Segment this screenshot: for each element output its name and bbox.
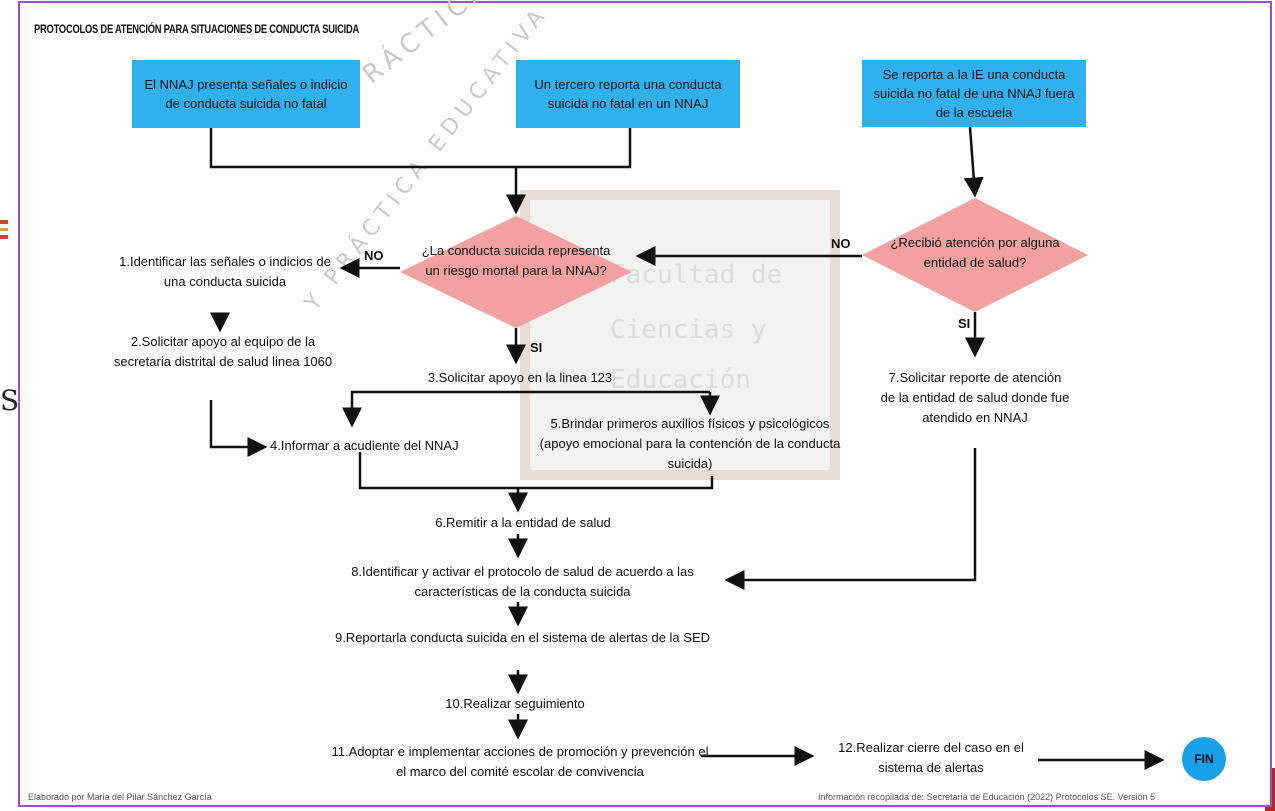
start-box-signals: El NNAJ presenta señales o indicio de co… xyxy=(132,60,360,128)
step-5: 5.Brindar primeros auxilios físicos y ps… xyxy=(539,416,841,471)
risk-decision-label: ¿La conducta suicida representa un riesg… xyxy=(421,243,611,278)
si-label: SI xyxy=(530,340,543,355)
step-2: 2.Solicitar apoyo al equipo de la secret… xyxy=(113,334,333,369)
step-4: 4.Informar a acudiente del NNAJ xyxy=(270,438,459,453)
step-3: 3.Solicitar apoyo en la linea 123 xyxy=(427,370,613,385)
end-node: FIN xyxy=(1182,737,1226,781)
edge-stripe xyxy=(0,220,8,224)
footer-author: Elaborado por Maria del Pilar Sánchez Ga… xyxy=(28,792,212,802)
edge-stripe xyxy=(0,235,8,239)
no-label: NO xyxy=(831,236,851,251)
step-10: 10.Realizar seguimiento xyxy=(445,696,585,711)
start-box-third-party: Un tercero reporta una conducta suicida … xyxy=(516,60,740,128)
step-7: 7.Solicitar reporte de atención de la en… xyxy=(880,370,1070,425)
edge-letter: S xyxy=(0,384,20,417)
step-12: 12.Realizar cierre del caso en el sistem… xyxy=(838,740,1024,775)
attention-decision-diamond xyxy=(862,198,1088,312)
attention-decision-label: ¿Recibió atención por alguna entidad de … xyxy=(890,235,1060,270)
si-label: SI xyxy=(958,316,971,331)
chalkboard-watermark: Facultad de Ciencias y Educación xyxy=(520,190,840,480)
footer-source: Información recopilada de: Secretaria de… xyxy=(818,792,1156,802)
step-1: 1.Identificar las señales o indicios de … xyxy=(119,254,331,289)
edge-stripe xyxy=(0,228,8,231)
step-6: 6.Remitir a la entidad de salud xyxy=(435,515,611,530)
step-9: 9.Reportarla conducta suicida en el sist… xyxy=(334,630,711,645)
risk-decision-diamond xyxy=(400,216,632,328)
step-11: 11.Adoptar e implementar acciones de pro… xyxy=(331,744,709,779)
page-title: PROTOCOLOS DE ATENCIÓN PARA SITUACIONES … xyxy=(34,22,360,36)
no-label: NO xyxy=(364,248,384,263)
start-box-outside-school: Se reporta a la IE una conducta suicida … xyxy=(862,60,1086,127)
board-text: Ciencias y xyxy=(610,315,767,345)
board-text: Educación xyxy=(610,365,751,395)
step-8: 8.Identificar y activar el protocolo de … xyxy=(351,564,694,599)
